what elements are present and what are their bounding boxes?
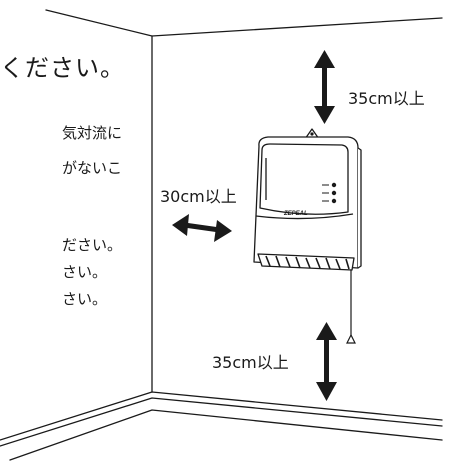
top-clearance-label: 35cm以上 (348, 89, 425, 108)
instruction-line-4: さい。 (62, 263, 108, 281)
instruction-line-2: がないこ (62, 159, 123, 177)
top-clearance-arrow (314, 50, 335, 124)
side-clearance-label: 30cm以上 (160, 187, 237, 206)
baseboard-line-1 (0, 397, 443, 447)
ceiling-edge (45, 9, 443, 37)
pull-cord (346, 270, 356, 344)
floor-edge (0, 391, 443, 441)
side-clearance-arrow (172, 214, 232, 242)
bottom-clearance-arrow (316, 322, 337, 401)
instruction-heading: ください。 (0, 54, 125, 82)
instruction-line-5: さい。 (62, 290, 108, 308)
instruction-line-1: 気対流に (62, 124, 123, 142)
bottom-clearance-label: 35cm以上 (212, 353, 289, 372)
instruction-line-3: ださい。 (62, 236, 123, 254)
heater-brand: ZEPEAL (283, 211, 308, 217)
baseboard-line-2 (9, 409, 443, 461)
wall-heater (253, 128, 362, 271)
